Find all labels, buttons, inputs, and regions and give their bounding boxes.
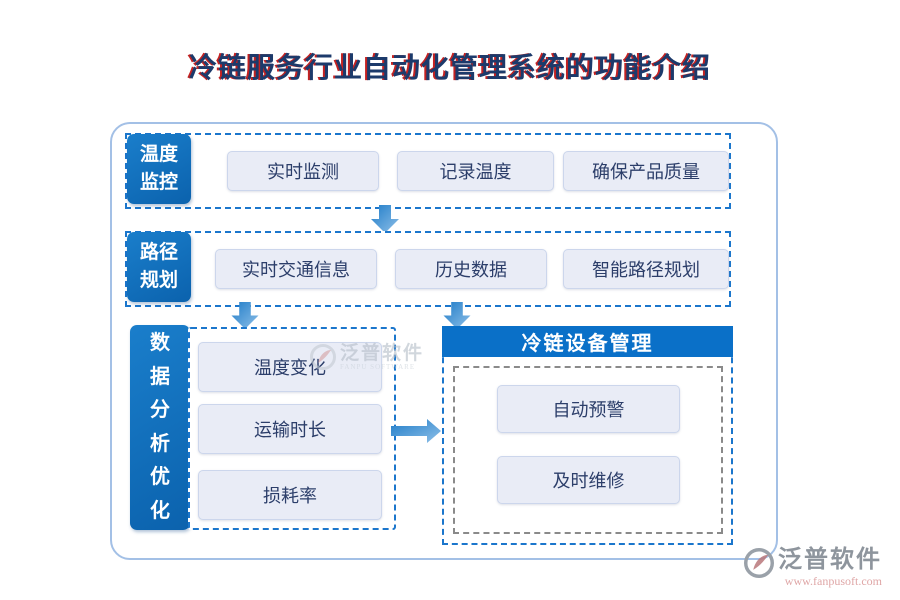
center-watermark-brand: 泛普软件 xyxy=(340,343,425,364)
path-planning-label-block: 路径规划 xyxy=(127,232,191,302)
data-analysis-label: 数据分析优化 xyxy=(150,332,170,522)
temperature-monitoring-label: 温度监控 xyxy=(139,144,178,193)
item-loss-rate: 损耗率 xyxy=(198,470,382,520)
item-historical-data: 历史数据 xyxy=(395,249,547,289)
item-realtime-traffic-info: 实时交通信息 xyxy=(215,249,377,289)
item-realtime-monitoring: 实时监测 xyxy=(227,151,379,191)
footer-watermark-brand: 泛普软件 xyxy=(778,547,882,573)
center-watermark-caption: FANPU SOFTWARE xyxy=(340,363,416,371)
arrow-down-icon xyxy=(369,205,401,233)
item-smart-path-planning: 智能路径规划 xyxy=(563,249,729,289)
item-timely-maintenance: 及时维修 xyxy=(497,456,680,504)
item-record-temperature: 记录温度 xyxy=(397,151,554,191)
footer-watermark-url: www.fanpusoft.com xyxy=(784,574,882,588)
item-transport-duration: 运输时长 xyxy=(198,404,382,454)
page-title: 冷链服务行业自动化管理系统的功能介绍 xyxy=(188,53,711,84)
item-temperature-change: 温度变化 xyxy=(198,342,382,392)
arrow-right-icon xyxy=(391,418,441,444)
item-ensure-product-quality: 确保产品质量 xyxy=(563,151,729,191)
arrow-down-icon xyxy=(441,302,473,329)
arrow-down-icon xyxy=(229,302,261,329)
item-auto-alert: 自动预警 xyxy=(497,385,680,433)
equipment-management-title: 冷链设备管理 xyxy=(442,326,733,357)
equipment-management-group xyxy=(442,327,733,545)
fanpu-logo-icon xyxy=(744,548,774,578)
temperature-monitoring-label-block: 温度监控 xyxy=(127,134,191,204)
path-planning-label: 路径规划 xyxy=(139,242,178,291)
footer-watermark: 泛普软件 www.fanpusoft.com xyxy=(744,548,882,589)
data-analysis-label-block: 数据分析优化 xyxy=(130,325,190,530)
center-watermark: 泛普软件 FANPU SOFTWARE xyxy=(310,344,424,371)
fanpu-logo-icon xyxy=(310,344,336,370)
equipment-management-inner-group xyxy=(453,366,723,534)
